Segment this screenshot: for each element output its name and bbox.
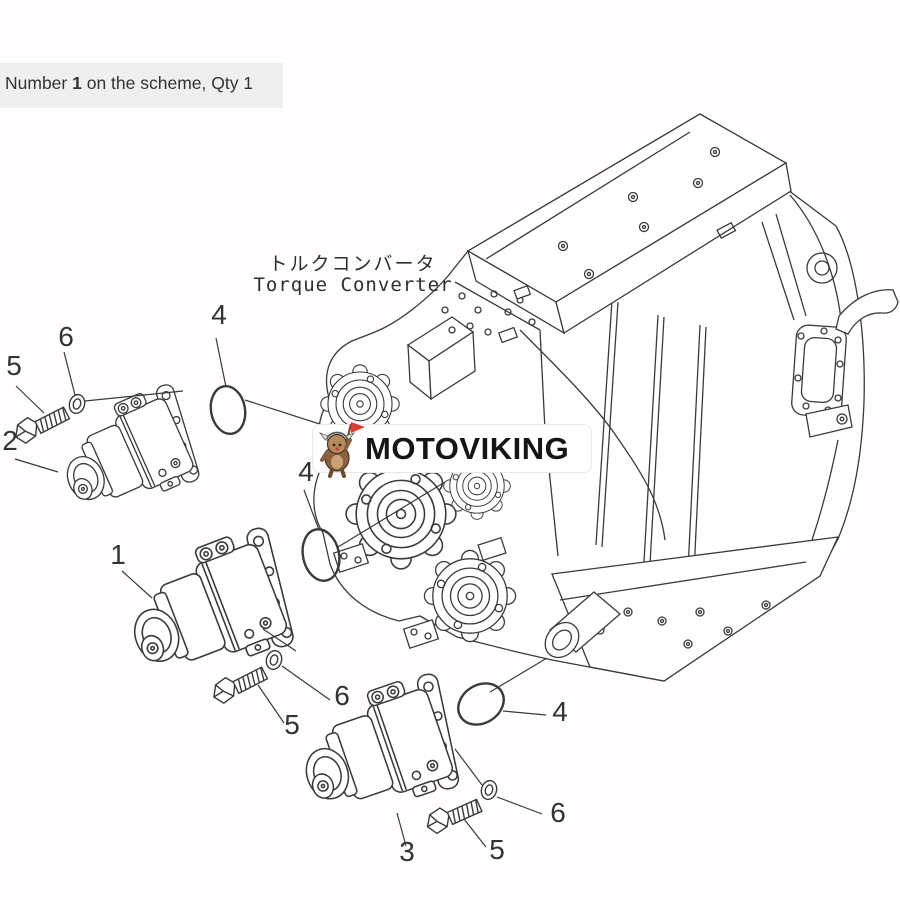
label-torque-converter-en: Torque Converter [253, 274, 453, 296]
valve-block [406, 316, 476, 401]
bolt-bottom [421, 792, 484, 837]
drain-tube [544, 591, 622, 659]
label-torque-converter-jp: トルクコンバータ [268, 253, 437, 275]
hose [835, 289, 899, 335]
callout-6-middle: 6 [334, 680, 350, 711]
watermark-badge: MOTOVIKING [312, 422, 592, 478]
o-ring-top [209, 384, 247, 436]
callout-5-top: 5 [6, 350, 22, 381]
washer-middle [263, 648, 285, 672]
callout-4-bottom: 4 [552, 696, 568, 727]
callout-6-top: 6 [58, 321, 74, 352]
qty-note-prefix: Number [5, 73, 73, 93]
bolt-middle [207, 660, 270, 707]
valve-cluster [441, 285, 536, 344]
gear-pump-3 [286, 668, 475, 834]
gear-pump-1 [112, 521, 310, 698]
qty-note-number: 1 [72, 73, 82, 93]
viking-mascot-icon [318, 422, 365, 478]
callout-6-bottom: 6 [550, 797, 566, 828]
torque-converter-body [313, 113, 899, 682]
callout-4-middle: 4 [298, 456, 314, 487]
callout-1: 1 [110, 539, 126, 570]
pump-mount-flange-lower [423, 549, 517, 643]
callout-4-top: 4 [211, 299, 227, 330]
o-ring-middle [301, 528, 341, 582]
callout-5-middle: 5 [284, 709, 300, 740]
qty-note-bar: Number 1 on the scheme, Qty 1 [0, 63, 283, 108]
callout-2: 2 [2, 425, 18, 456]
washer-top [66, 392, 88, 416]
leader-lines [14, 337, 548, 848]
qty-note-suffix: on the scheme, Qty 1 [81, 73, 254, 93]
side-flange-plate [791, 324, 853, 438]
watermark-text: MOTOVIKING [365, 431, 570, 466]
o-ring-bottom [457, 682, 505, 726]
washer-bottom [478, 778, 500, 802]
callout-3: 3 [399, 836, 415, 867]
callout-5-bottom: 5 [489, 834, 505, 865]
bolt-top [9, 400, 72, 447]
oil-pan [551, 536, 840, 682]
